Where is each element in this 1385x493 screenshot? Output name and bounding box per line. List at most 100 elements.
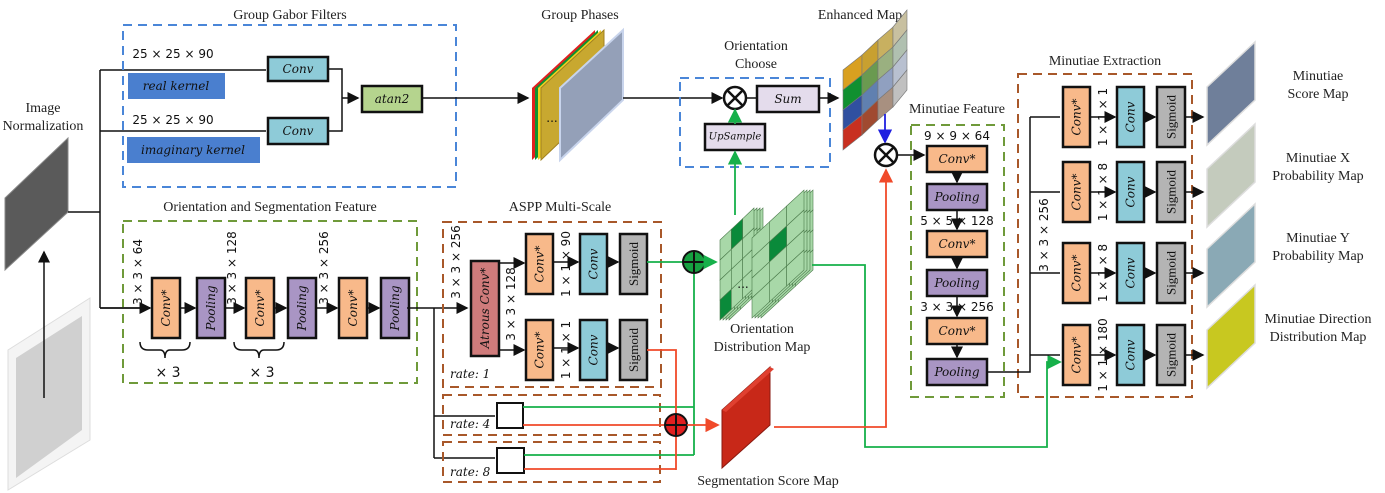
repeat-1: × 3 xyxy=(155,365,180,381)
group-phases: Group Phases ... xyxy=(532,8,724,163)
gabor-filters-group: Group Gabor Filters 25 × 25 × 90 real ke… xyxy=(122,8,530,188)
me-sigmoid xyxy=(1155,160,1187,224)
extraction-in-dim: 3 × 3 × 256 xyxy=(1037,198,1051,272)
oseg-box xyxy=(122,220,418,384)
aspp-rate4-box xyxy=(442,394,661,436)
mf-pooling-label: Pooling xyxy=(933,276,979,290)
orientation-choose-box xyxy=(679,77,831,168)
pooling-block-label: Pooling xyxy=(204,285,218,331)
gabor-title: Group Gabor Filters xyxy=(233,8,347,23)
repeat-2: × 3 xyxy=(249,365,274,381)
orientation-path xyxy=(523,261,695,456)
orientation-choose: Orientation Choose Sum UpSample xyxy=(679,39,840,215)
output-map xyxy=(1206,40,1256,147)
atrous-label: Atrous Conv* xyxy=(478,268,492,350)
conv-star-block-label: Conv* xyxy=(159,290,173,327)
aspp-multi-scale: ASPP Multi-Scale 3 × 3 × 256 Atrous Conv… xyxy=(442,200,720,483)
output-title-2: Probability Map xyxy=(1272,249,1363,264)
aspp-rate1-box xyxy=(442,221,662,388)
oseg-dim: 3 × 3 × 128 xyxy=(225,231,239,305)
rate8-branch xyxy=(496,447,525,474)
fingerprint-texture xyxy=(16,316,82,478)
output-title-2: Probability Map xyxy=(1272,169,1363,184)
aspp-conv xyxy=(578,318,609,382)
aspp-conv-star xyxy=(524,318,555,382)
me-conv-star-label: Conv* xyxy=(1070,174,1084,211)
me-conv xyxy=(1115,85,1146,149)
minutiae-extraction-box xyxy=(1017,73,1193,398)
minutiae-feature-title: Minutiae Feature xyxy=(909,102,1005,117)
mf-conv-star-label: Conv* xyxy=(939,237,976,251)
conv-star-block xyxy=(337,276,369,340)
mf-conv-star-label: Conv* xyxy=(939,324,976,338)
me-conv-star-label: Conv* xyxy=(1070,337,1084,374)
me-sigmoid-label: Sigmoid xyxy=(1164,250,1179,295)
aspp-conv-star xyxy=(524,232,555,296)
oseg-dim: 3 × 3 × 64 xyxy=(131,239,145,305)
output-title-1: Minutiae Direction xyxy=(1265,312,1372,327)
normalized-image-slab xyxy=(4,136,69,272)
conv-star-block xyxy=(244,276,276,340)
aspp-dim: 1 × 1 × 1 xyxy=(559,321,573,379)
input-title-1: Image xyxy=(26,101,61,116)
upsample-label: UpSample xyxy=(709,132,762,143)
me-dim: 1 × 1 × 1 xyxy=(1096,88,1110,146)
me-conv-label: Conv xyxy=(1124,339,1138,370)
pooling-block-label: Pooling xyxy=(295,285,309,331)
me-sigmoid-label: Sigmoid xyxy=(1164,169,1179,214)
orientation-distribution-map: Orientation Distribution Map ... xyxy=(714,189,814,355)
upsample-block xyxy=(703,122,767,152)
me-sigmoid-label: Sigmoid xyxy=(1164,332,1179,377)
imag-kernel-label: imaginary kernel xyxy=(141,143,245,157)
real-dim: 25 × 25 × 90 xyxy=(132,47,213,61)
extraction-trunk xyxy=(988,116,1060,373)
brace-1 xyxy=(139,341,191,359)
imag-dim: 25 × 25 × 90 xyxy=(132,113,213,127)
me-conv-star-label: Conv* xyxy=(1070,255,1084,292)
me-conv xyxy=(1115,241,1146,305)
mf-dim: 9 × 9 × 64 xyxy=(924,129,990,143)
me-sigmoid-label: Sigmoid xyxy=(1164,94,1179,139)
segmentation-score-map: Segmentation Score Map xyxy=(697,168,894,489)
rate4-branch xyxy=(496,402,524,429)
rate-8: rate: 8 xyxy=(450,465,491,479)
enhanced-map-title: Enhanced Map xyxy=(818,8,902,23)
sum-block xyxy=(755,84,821,114)
brace-2 xyxy=(233,341,285,359)
atan2-label: atan2 xyxy=(375,92,410,106)
input-section: Image Normalization xyxy=(3,69,266,491)
omap-dots: ... xyxy=(737,277,748,291)
me-conv-label: Conv xyxy=(1124,101,1138,132)
minutiae-feature: Minutiae Feature Conv*PoolingConv*Poolin… xyxy=(909,102,1005,398)
aspp-sigmoid-label: Sigmoid xyxy=(626,241,641,286)
enhanced-map-cell xyxy=(892,69,908,108)
me-dim: 1 × 1 × 8 xyxy=(1096,163,1110,221)
mf-pooling-label: Pooling xyxy=(933,190,979,204)
segmentation-map-title: Segmentation Score Map xyxy=(697,474,839,489)
output-title-2: Distribution Map xyxy=(1270,330,1367,345)
me-conv-star-label: Conv* xyxy=(1070,99,1084,136)
minutiae-extraction-title: Minutiae Extraction xyxy=(1049,54,1161,69)
me-sigmoid xyxy=(1155,323,1187,387)
pooling-block-label: Pooling xyxy=(388,285,402,331)
conv-imag xyxy=(266,116,330,146)
input-trunk-lines xyxy=(68,69,266,309)
output-map xyxy=(1206,283,1256,390)
atrous-conv xyxy=(469,259,501,358)
conv-star-block-label: Conv* xyxy=(346,290,360,327)
output-title-1: Minutiae X xyxy=(1286,151,1350,166)
phases-dots: ... xyxy=(546,111,557,125)
me-conv xyxy=(1115,160,1146,224)
me-dim: 1 × 1 × 180 xyxy=(1096,318,1110,392)
imaginary-kernel xyxy=(127,137,260,163)
output-title-1: Minutiae xyxy=(1293,69,1344,84)
aspp-conv-label: Conv xyxy=(587,248,601,279)
aspp-in-dim: 3 × 3 × 256 xyxy=(449,225,463,299)
me-dim: 1 × 1 × 8 xyxy=(1096,244,1110,302)
output-map xyxy=(1206,202,1256,309)
output-map xyxy=(1206,122,1256,229)
oseg-title: Orientation and Segmentation Feature xyxy=(163,200,376,215)
real-kernel-label: real kernel xyxy=(143,79,210,93)
aspp-sigmoid-label: Sigmoid xyxy=(626,327,641,372)
mf-pooling xyxy=(925,357,989,387)
